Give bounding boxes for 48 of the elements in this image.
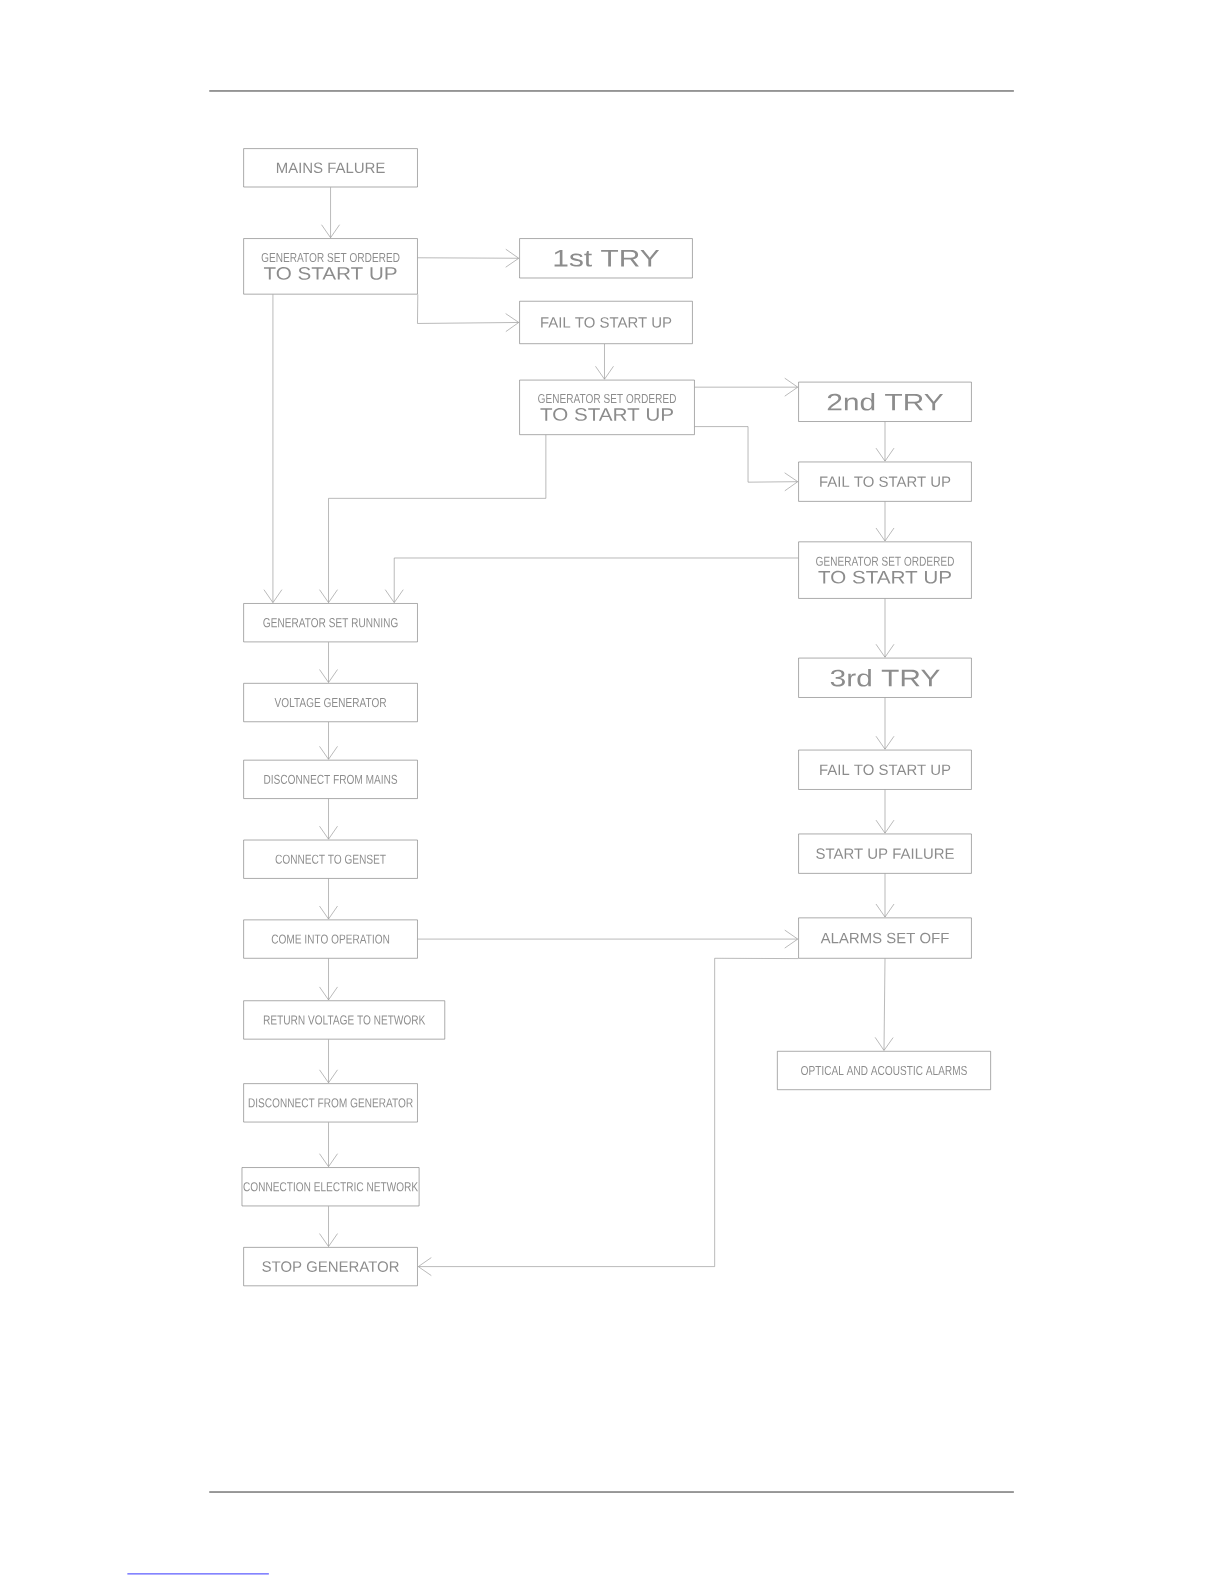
process-box: DISCONNECT FROM MAINS [243, 759, 418, 799]
process-box: 3rd TRY [798, 657, 972, 698]
arrow [319, 1205, 338, 1247]
process-box: 2nd TRY [798, 381, 972, 422]
process-box: CONNECT TO GENSET [243, 839, 418, 879]
process-box: MAINS FALURE [243, 148, 418, 188]
arrow [417, 248, 519, 268]
arrow [263, 294, 283, 603]
arrow [875, 873, 895, 918]
process-box: OPTICAL AND ACOUSTIC ALARMS [777, 1051, 991, 1090]
process-box: FAIL TO START UP [798, 749, 972, 790]
process-box: STOP GENERATOR [243, 1247, 418, 1287]
arrow [694, 377, 798, 397]
arrow [319, 798, 338, 840]
process-box: COME INTO OPERATION [243, 919, 418, 959]
process-box: GENERATOR SET ORDERED TO START UP [798, 541, 972, 599]
arrow [319, 434, 547, 603]
arrow [319, 878, 338, 920]
process-box: GENERATOR SET ORDERED TO START UP [519, 379, 695, 435]
process-box: 1st TRY [519, 238, 693, 279]
arrow [875, 501, 895, 542]
process-box: GENERATOR SET RUNNING [243, 603, 418, 643]
arrow [417, 958, 799, 1276]
process-box: DISCONNECT FROM GENERATOR [243, 1083, 418, 1123]
process-box: RETURN VOLTAGE TO NETWORK [243, 1000, 445, 1040]
process-box: FAIL TO START UP [519, 300, 693, 344]
arrow [875, 421, 895, 462]
arrow [694, 426, 798, 492]
arrow [319, 721, 338, 760]
arrow [875, 598, 895, 658]
process-box: FAIL TO START UP [798, 461, 972, 502]
arrow [875, 789, 895, 834]
arrow [319, 641, 338, 683]
arrow [321, 187, 340, 239]
arrow [319, 958, 338, 1001]
arrow [319, 1122, 338, 1167]
process-box: START UP FAILURE [798, 833, 972, 874]
arrow [417, 929, 798, 949]
process-box: GENERATOR SET ORDERED TO START UP [243, 238, 418, 295]
arrow [319, 1039, 338, 1084]
arrow [595, 343, 614, 380]
process-box: ALARMS SET OFF [798, 917, 972, 959]
arrow [875, 697, 895, 750]
process-box: VOLTAGE GENERATOR [243, 683, 418, 723]
process-box: CONNECTION ELECTRIC NETWORK [241, 1167, 420, 1207]
arrow [417, 294, 519, 332]
arrow [874, 958, 894, 1051]
arrow [384, 557, 799, 603]
